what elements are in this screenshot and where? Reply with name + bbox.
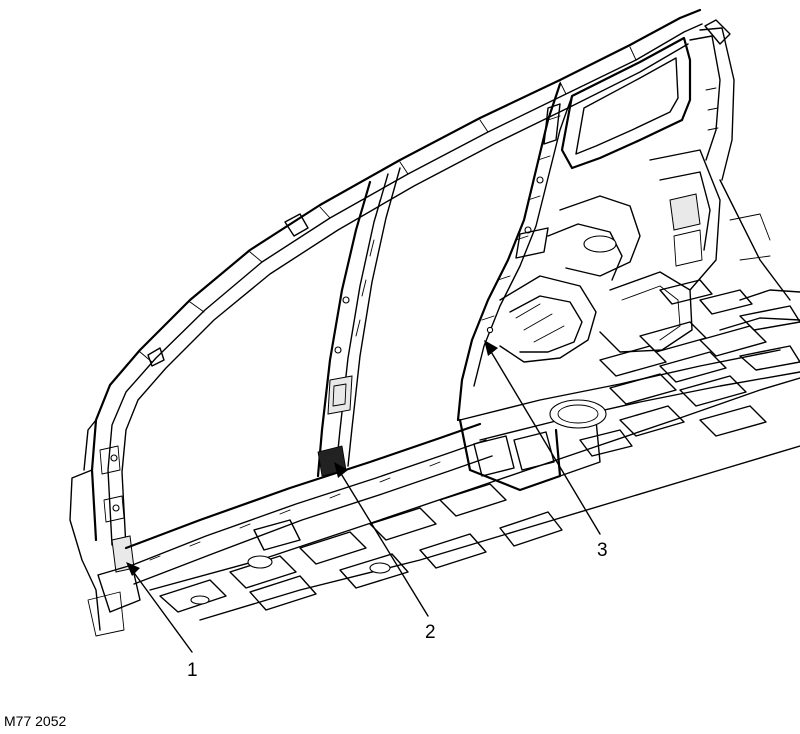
callout-2-label: 2 — [425, 622, 436, 643]
callout-leaders — [126, 340, 601, 653]
callout-3-arrowhead — [484, 340, 498, 356]
callout-1-label: 1 — [187, 660, 198, 681]
roof-rail-and-a-pillar — [90, 8, 731, 549]
rear-quarter-window-opening — [560, 27, 735, 181]
callout-1-leader — [131, 569, 193, 653]
rear-wheelhouse-inner-quarter — [499, 149, 791, 363]
figure-code: M77 2052 — [4, 713, 66, 729]
callout-1-arrowhead — [126, 562, 140, 576]
b-pillar — [316, 167, 401, 478]
floor-pan — [149, 279, 800, 621]
rear-door-opening-c-pillar — [456, 82, 573, 422]
callout-2-arrowhead — [334, 462, 348, 478]
callout-3-leader — [489, 349, 601, 535]
callout-3-label: 3 — [597, 540, 608, 561]
a-pillar-lower-hinge-area — [69, 419, 141, 637]
callout-2-leader — [339, 471, 429, 617]
rocker-panel-sill — [124, 422, 493, 585]
